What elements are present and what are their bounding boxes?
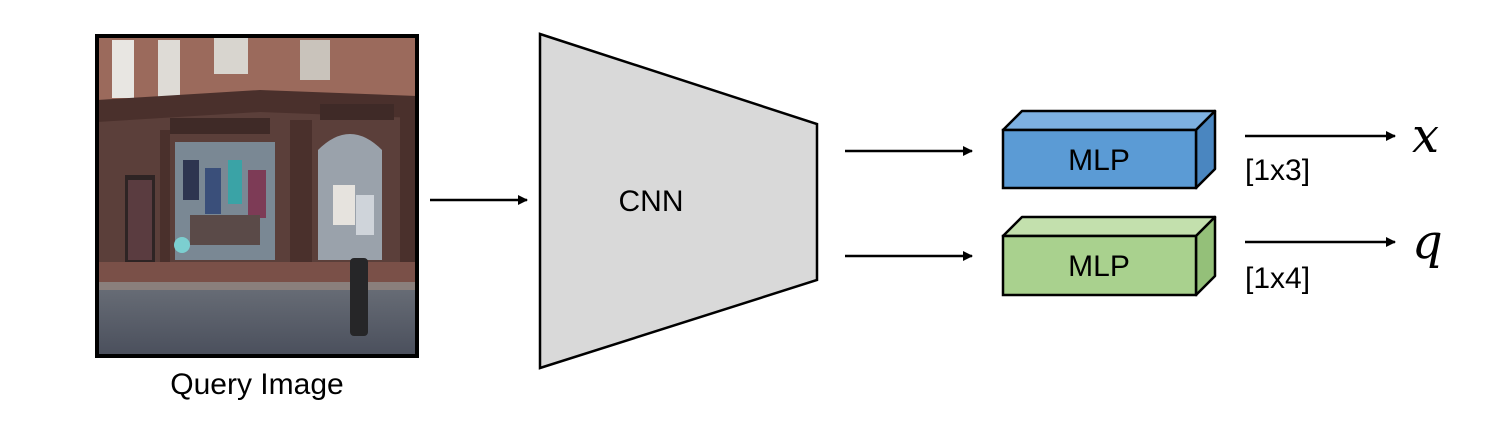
mlp-top-label: MLP	[1068, 144, 1130, 177]
query-image	[95, 34, 419, 358]
output-position-symbol: x	[1412, 108, 1439, 164]
output-top-dimension: [1x3]	[1245, 154, 1310, 187]
cnn-label: CNN	[619, 185, 684, 218]
output-bottom-dimension: [1x4]	[1245, 262, 1310, 295]
mlp-top-block	[1001, 109, 1217, 190]
output-orientation-symbol: q	[1412, 214, 1443, 270]
mlp-bottom-label: MLP	[1068, 250, 1130, 283]
query-image-label: Query Image	[170, 368, 343, 401]
mlp-bottom-block	[1001, 215, 1217, 297]
cnn-block	[538, 32, 819, 370]
